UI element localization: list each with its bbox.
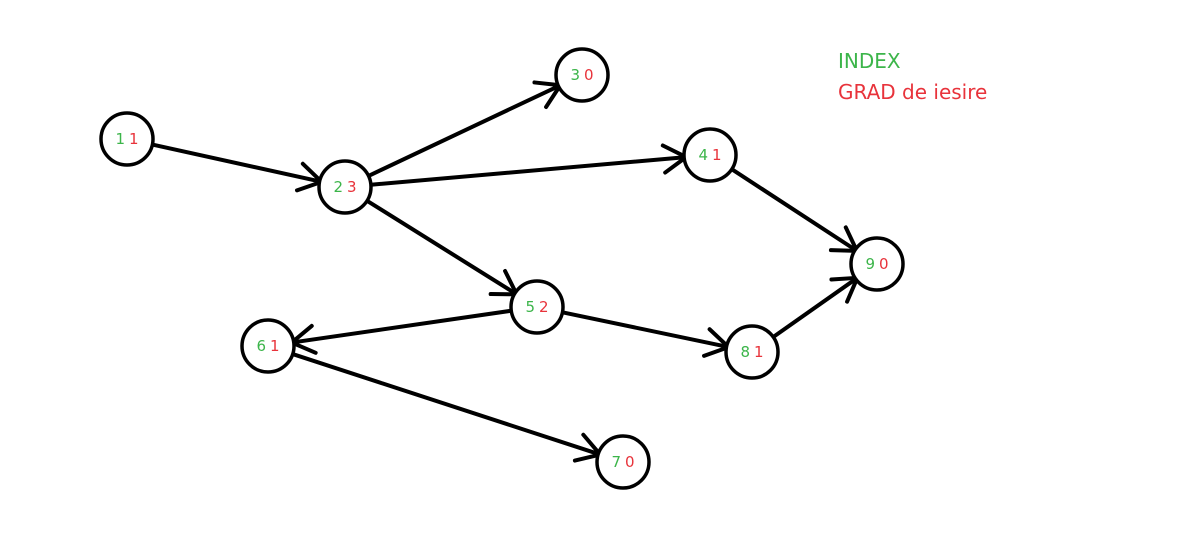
node-grade: 0 (584, 66, 594, 84)
node-grade: 3 (347, 178, 357, 196)
node-circle (682, 127, 738, 183)
node-index: 4 (698, 146, 708, 164)
node-grade: 0 (625, 453, 635, 471)
node-circle (240, 318, 296, 374)
edge-5-6 (289, 308, 514, 345)
node-index: 6 (256, 337, 266, 355)
edge-2-4 (368, 155, 689, 187)
node-index: 2 (333, 178, 343, 196)
node-circle (509, 279, 565, 335)
node-index: 9 (865, 255, 875, 273)
node-grade: 1 (129, 130, 139, 148)
legend-index-label: INDEX (838, 49, 901, 73)
edge-1-2 (150, 142, 324, 184)
legend-grade-label: GRAD de iesire (838, 80, 988, 104)
edge-2-5 (365, 198, 519, 297)
node-grade: 1 (270, 337, 280, 355)
edge-2-3 (366, 83, 563, 178)
node-grade: 2 (539, 298, 549, 316)
legend: INDEX GRAD de iesire (838, 46, 987, 108)
node-grade: 1 (754, 343, 764, 361)
edge-6-7 (290, 352, 603, 457)
node-circle (724, 324, 780, 380)
edge-8-9 (771, 275, 860, 340)
node-circle (595, 434, 651, 490)
node-circle (317, 159, 373, 215)
node-grade: 1 (712, 146, 722, 164)
node-index: 8 (740, 343, 750, 361)
edge-5-8 (560, 310, 731, 350)
node-index: 1 (115, 130, 125, 148)
node-circle (99, 111, 155, 167)
node-index: 7 (611, 453, 621, 471)
node-index: 5 (525, 298, 535, 316)
node-circle (554, 47, 610, 103)
node-circle (849, 236, 905, 292)
node-index: 3 (570, 66, 580, 84)
edges-layer (150, 80, 860, 463)
node-grade: 0 (879, 255, 889, 273)
edge-4-9 (729, 167, 859, 253)
